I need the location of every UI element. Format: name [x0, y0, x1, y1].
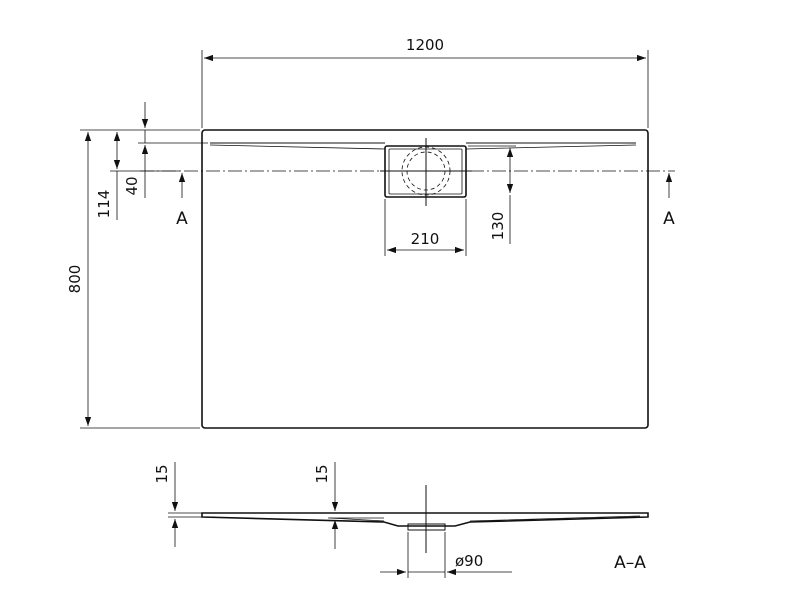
offset-40-label: 40 [123, 176, 141, 195]
dimension-1200: 1200 [201, 36, 649, 128]
plan-view [140, 129, 675, 429]
section-title: A–A [614, 553, 646, 573]
section-marker-left-label: A [176, 209, 188, 229]
dimension-drain-diameter: ø90 [380, 532, 512, 578]
drain-depth-label: 130 [489, 212, 507, 241]
section-marker-right-label: A [663, 209, 675, 229]
dimension-130: 130 [468, 145, 516, 244]
dimension-40: 40 [123, 102, 208, 198]
section-marker-right: A [663, 173, 675, 229]
section-view [201, 485, 649, 553]
thickness-mid-label: 15 [313, 464, 331, 483]
width-label: 1200 [406, 36, 444, 54]
dimension-thickness-left: 15 [153, 462, 215, 547]
tray-outline [201, 129, 649, 429]
drain-channel-lower [209, 144, 637, 150]
drain-width-label: 210 [411, 230, 440, 248]
tray-profile-inner [329, 515, 641, 522]
dimension-210: 210 [384, 199, 467, 256]
thickness-left-label: 15 [153, 464, 171, 483]
tray-profile [201, 512, 649, 527]
section-marker-left: A [176, 173, 188, 229]
dimension-thickness-mid: 15 [313, 462, 384, 549]
drain-diameter-label: ø90 [455, 552, 483, 570]
height-label: 800 [66, 265, 84, 294]
dimension-800: 800 [66, 129, 200, 429]
offset-114-label: 114 [95, 190, 113, 219]
dimension-114: 114 [95, 132, 180, 220]
